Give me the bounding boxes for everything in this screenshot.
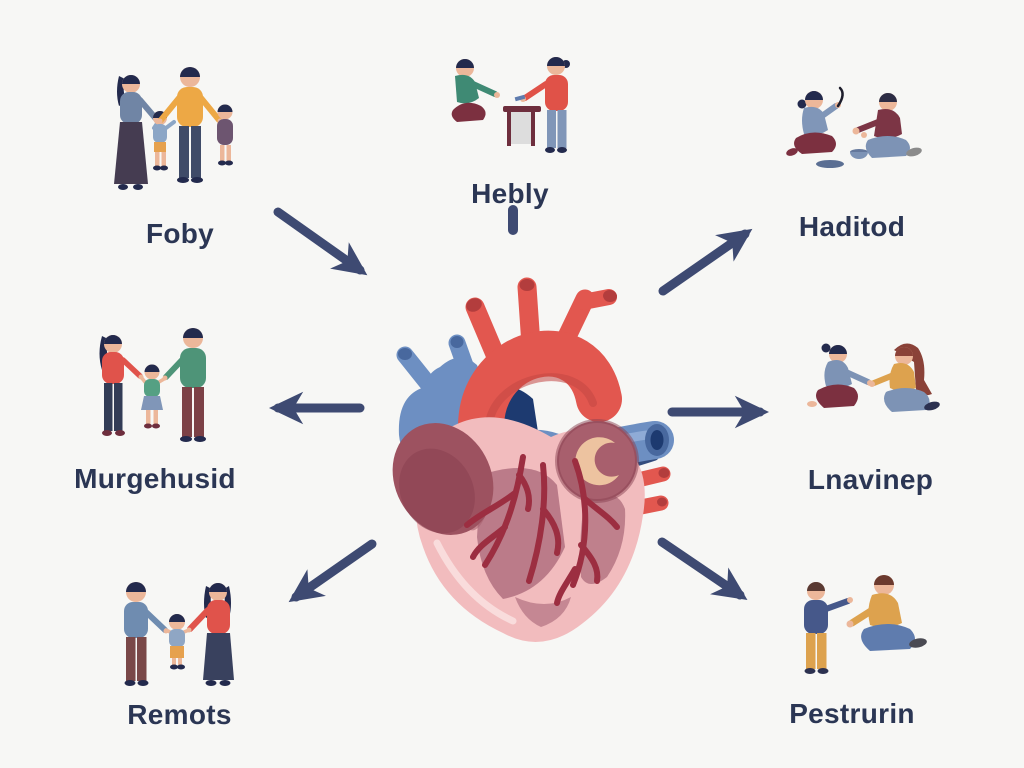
- arrow-bottom-left: [288, 539, 377, 603]
- label-lnavinep: Lnavinep: [807, 464, 934, 495]
- group-top-right: Haditod: [762, 82, 942, 243]
- anatomical-heart-icon: [392, 277, 674, 642]
- group-bottom-left: Remots: [82, 572, 277, 731]
- boy-and-kneeling-man-illustration: [804, 575, 927, 674]
- label-haditod: Haditod: [798, 211, 906, 242]
- parents-with-toddler-illustration: [123, 582, 234, 686]
- group-top-left: Foby: [80, 62, 280, 250]
- label-remots: Remots: [127, 699, 232, 730]
- two-people-at-table-illustration: [451, 57, 570, 153]
- label-hebly: Hebly: [471, 178, 549, 209]
- label-pestrurin: Pestrurin: [789, 698, 915, 729]
- arrow-top-left: [273, 207, 368, 276]
- family-of-four-illustration: [114, 67, 233, 190]
- label-foby: Foby: [145, 218, 215, 249]
- group-bottom-right: Pestrurin: [762, 565, 942, 730]
- heart-illustration: [385, 246, 680, 648]
- two-women-holding-hands-illustration: [807, 343, 940, 412]
- label-murgehusid: Murgehusid: [74, 463, 236, 494]
- group-middle-left: Murgehusid: [55, 322, 255, 495]
- group-middle-right: Lnavinep: [778, 332, 963, 496]
- parents-with-child-illustration: [99, 328, 206, 442]
- two-people-sharing-meal-illustration: [786, 86, 922, 168]
- group-top-center: Hebly: [425, 48, 595, 210]
